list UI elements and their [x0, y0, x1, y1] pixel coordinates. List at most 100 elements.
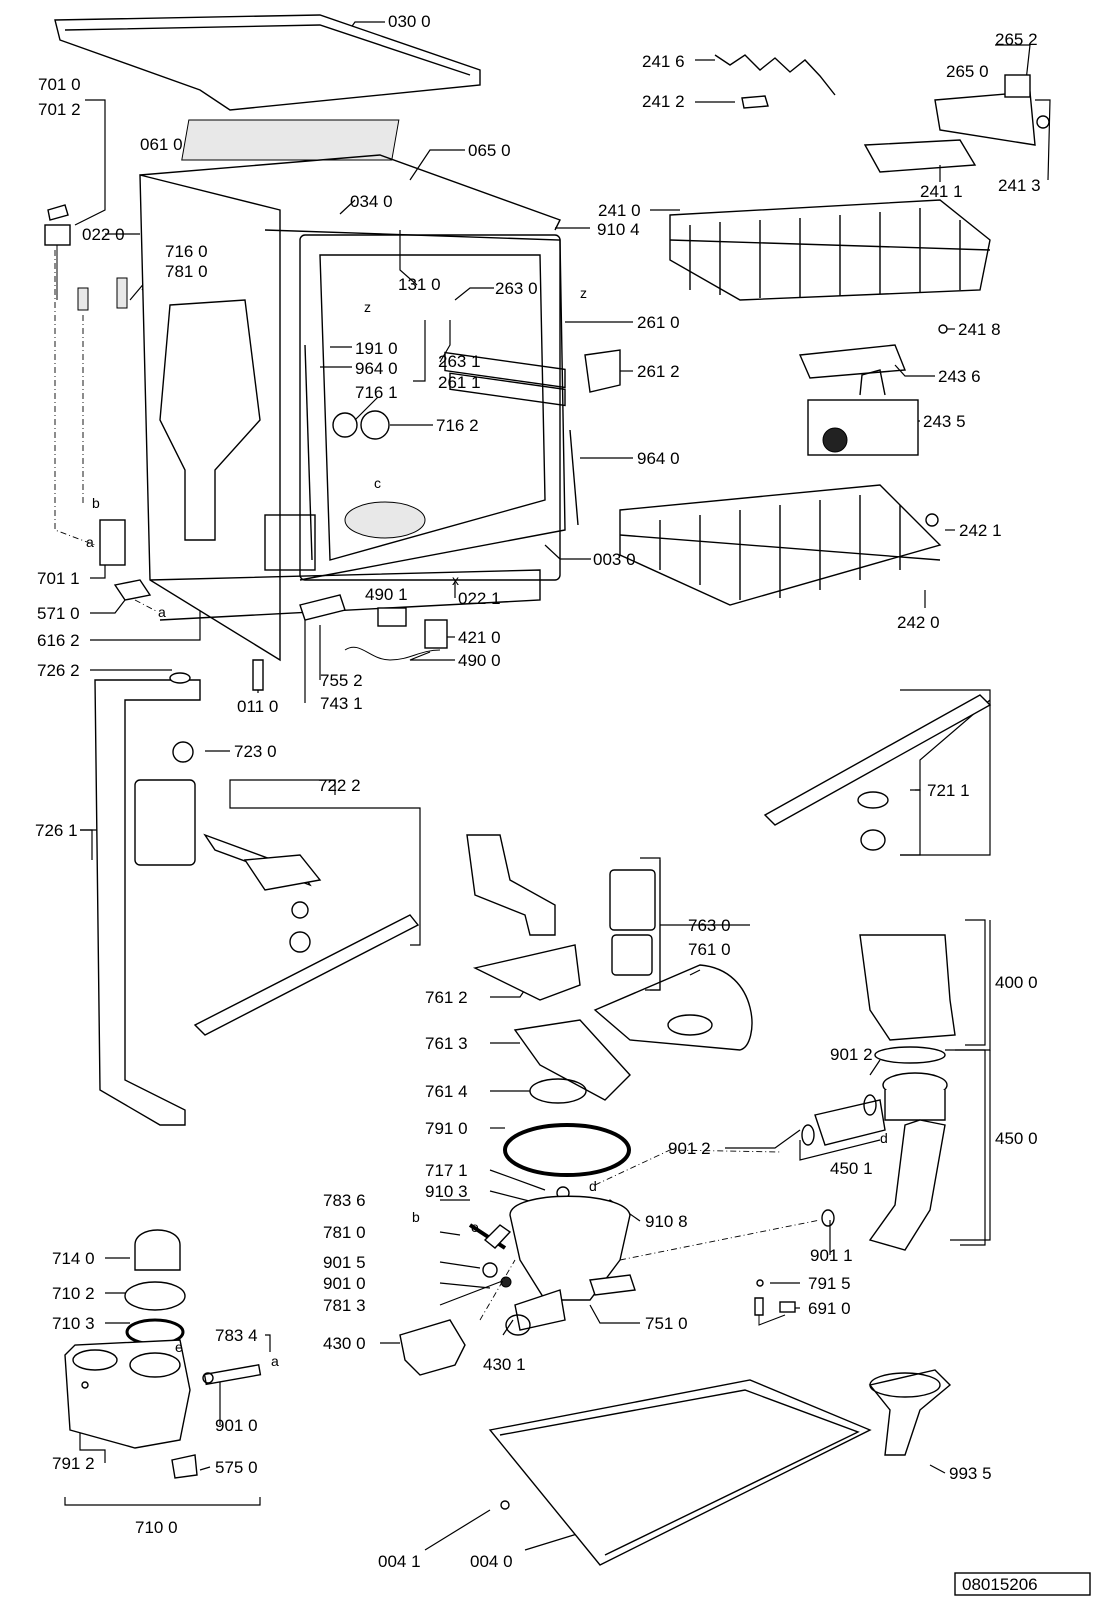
- circulation-pump-part: [859, 934, 956, 1064]
- part-label-0340: 034 0: [350, 192, 393, 211]
- part-label-0041: 004 1: [378, 1552, 421, 1571]
- part-label-4900: 490 0: [458, 651, 501, 670]
- part-label-0030: 003 0: [593, 550, 636, 569]
- water-softener-part: [64, 1229, 262, 1479]
- part-label-9012b: 901 2: [668, 1139, 711, 1158]
- part-label-7211: 721 1: [927, 781, 970, 800]
- marker-letter: z: [580, 285, 587, 301]
- part-label-9010a: 901 0: [323, 1274, 366, 1293]
- marker-letter: d: [589, 1178, 597, 1194]
- part-label-7630: 763 0: [688, 916, 731, 935]
- salt-funnel-part: [868, 1369, 952, 1456]
- part-label-7262: 726 2: [37, 661, 80, 680]
- cutlery-basket-part: [798, 344, 919, 456]
- part-label-2421: 242 1: [959, 521, 1002, 540]
- part-label-0040: 004 0: [470, 1552, 513, 1571]
- part-label-7912: 791 2: [52, 1454, 95, 1473]
- part-label-0110: 011 0: [237, 697, 278, 716]
- part-label-7230: 723 0: [234, 742, 277, 761]
- grouping-brackets: [640, 689, 991, 1246]
- part-label-4901: 490 1: [365, 585, 408, 604]
- part-label-6162: 616 2: [37, 631, 80, 650]
- part-label-7010: 701 0: [38, 75, 81, 94]
- wiring-parts: [252, 594, 448, 691]
- lower-basket-part: [619, 484, 942, 606]
- part-label-0220: 022 0: [82, 225, 125, 244]
- part-label-0221: 022 1: [458, 589, 501, 608]
- marker-letter: a: [86, 534, 94, 550]
- part-label-7813: 781 3: [323, 1296, 366, 1315]
- part-label-7614: 761 4: [425, 1082, 468, 1101]
- part-label-9011: 901 1: [810, 1246, 853, 1265]
- part-label-2416: 241 6: [642, 52, 685, 71]
- marker-letter: c: [374, 475, 381, 491]
- part-label-1910: 191 0: [355, 339, 398, 358]
- part-label-7100: 710 0: [135, 1518, 178, 1537]
- part-label-2610: 261 0: [637, 313, 680, 332]
- part-label-7810a: 781 0: [165, 262, 208, 281]
- part-label-7915: 791 5: [808, 1274, 851, 1293]
- heater-pipe-part: [801, 1072, 948, 1251]
- part-label-7612: 761 2: [425, 988, 468, 1007]
- part-label-7140: 714 0: [52, 1249, 95, 1268]
- part-label-2652: 265 2: [995, 30, 1038, 49]
- part-label-7102: 710 2: [52, 1284, 95, 1303]
- sensor-part: [754, 1279, 796, 1326]
- upper-spray-arm-part: [763, 694, 992, 851]
- part-label-2631: 263 1: [438, 352, 481, 371]
- detergent-inlet-parts: [44, 204, 152, 601]
- part-label-4000: 400 0: [995, 973, 1038, 992]
- part-label-7834: 783 4: [215, 1326, 258, 1345]
- cabinet-frame-part: [139, 154, 566, 662]
- part-label-4210: 421 0: [458, 628, 501, 647]
- part-label-7160: 716 0: [165, 242, 208, 261]
- worktop-cover-part: [54, 14, 481, 111]
- document-number-box: 08015206: [954, 1572, 1091, 1596]
- part-label-2612: 261 2: [637, 362, 680, 381]
- part-label-7103: 710 3: [52, 1314, 95, 1333]
- marker-letter: a: [271, 1353, 279, 1369]
- connection-markers: z z c x b a a b e d d e a: [86, 285, 888, 1369]
- part-label-2411: 241 1: [920, 182, 963, 201]
- marker-letter: a: [158, 604, 166, 620]
- document-number: 08015206: [962, 1575, 1038, 1594]
- part-label-2611: 261 1: [438, 373, 481, 392]
- part-label-9640a: 964 0: [355, 359, 398, 378]
- part-label-2413: 241 3: [998, 176, 1041, 195]
- part-label-7613: 761 3: [425, 1034, 468, 1053]
- part-label-7910: 791 0: [425, 1119, 468, 1138]
- base-plate-part: [488, 1379, 872, 1566]
- part-label-5750: 575 0: [215, 1458, 258, 1477]
- marker-letter: b: [92, 495, 100, 511]
- part-label-9640b: 964 0: [637, 449, 680, 468]
- part-label-2630: 263 0: [495, 279, 538, 298]
- marker-letter: b: [412, 1209, 420, 1225]
- part-label-2650: 265 0: [946, 62, 989, 81]
- lower-spray-arm-part: [134, 741, 420, 1036]
- side-rails-part: [304, 344, 621, 561]
- part-label-7162: 716 2: [436, 416, 479, 435]
- dashed-connection-lines: [54, 250, 821, 1321]
- part-label-2436: 243 6: [938, 367, 981, 386]
- drain-pump-part: [399, 1319, 466, 1376]
- circulation-pipe-part: [94, 672, 201, 1126]
- marker-letter: z: [364, 299, 371, 315]
- part-label-2435: 243 5: [923, 412, 966, 431]
- part-label-0610: 061 0: [140, 135, 183, 154]
- sump-small-parts: [468, 1223, 512, 1288]
- part-label-4501: 450 1: [830, 1159, 873, 1178]
- part-label-9012a: 901 2: [830, 1045, 873, 1064]
- part-label-7161: 716 1: [355, 383, 398, 402]
- insulation-strip-part: [181, 119, 400, 161]
- part-label-0300: 030 0: [388, 12, 431, 31]
- part-label-7810b: 781 0: [323, 1223, 366, 1242]
- part-label-7510: 751 0: [645, 1314, 688, 1333]
- part-label-9108: 910 8: [645, 1212, 688, 1231]
- part-label-4301: 430 1: [483, 1355, 526, 1374]
- part-label-9935: 993 5: [949, 1464, 992, 1483]
- marker-letter: e: [175, 1339, 183, 1355]
- part-number-labels: 030 0 061 0 065 0 034 0 022 0 701 0 701 …: [35, 12, 1041, 1571]
- marker-letter: e: [471, 1219, 479, 1235]
